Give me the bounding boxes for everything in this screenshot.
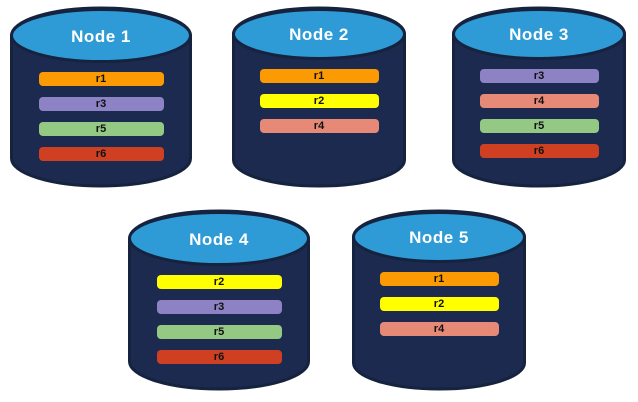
record-bar-r3[interactable]: r3 [479,69,599,83]
record-list: r1 r2 r4 [352,272,526,336]
record-label: r6 [213,351,225,363]
record-label: r6 [533,145,545,157]
record-list: r3 r4 r5 r6 [452,69,626,158]
record-label: r4 [533,95,545,107]
record-bar-r4[interactable]: r4 [379,322,499,336]
cylinder-top-ellipse [352,211,526,263]
record-label: r4 [313,120,325,132]
record-label: r6 [95,148,107,160]
record-bar-r3[interactable]: r3 [38,97,164,111]
record-label: r3 [213,301,225,313]
cylinder-top-ellipse [232,8,406,60]
record-bar-r6[interactable]: r6 [156,350,282,364]
record-bar-r1[interactable]: r1 [259,69,379,83]
record-label: r5 [533,120,545,132]
record-bar-r3[interactable]: r3 [156,300,282,314]
record-bar-r2[interactable]: r2 [156,275,282,289]
record-bar-r2[interactable]: r2 [259,94,379,108]
record-label: r1 [313,70,325,82]
record-bar-r1[interactable]: r1 [379,272,499,286]
record-label: r3 [533,70,545,82]
record-list: r1 r2 r4 [232,69,406,133]
cylinder-top-ellipse [452,8,626,60]
record-label: r5 [95,123,107,135]
record-bar-r5[interactable]: r5 [156,325,282,339]
record-label: r2 [213,276,225,288]
record-bar-r6[interactable]: r6 [38,147,164,161]
record-bar-r6[interactable]: r6 [479,144,599,158]
record-label: r1 [433,273,445,285]
record-list: r2 r3 r5 r6 [128,275,310,364]
record-bar-r1[interactable]: r1 [38,72,164,86]
record-bar-r4[interactable]: r4 [479,94,599,108]
record-list: r1 r3 r5 r6 [10,72,192,161]
cylinder-top-ellipse [128,211,310,266]
record-label: r3 [95,98,107,110]
record-bar-r5[interactable]: r5 [38,122,164,136]
record-bar-r2[interactable]: r2 [379,297,499,311]
record-label: r5 [213,326,225,338]
record-bar-r4[interactable]: r4 [259,119,379,133]
record-bar-r5[interactable]: r5 [479,119,599,133]
record-label: r1 [95,73,107,85]
record-label: r2 [313,95,325,107]
cylinder-shape [128,209,310,391]
record-label: r4 [433,323,445,335]
record-label: r2 [433,298,445,310]
cylinder-top-ellipse [10,8,192,63]
